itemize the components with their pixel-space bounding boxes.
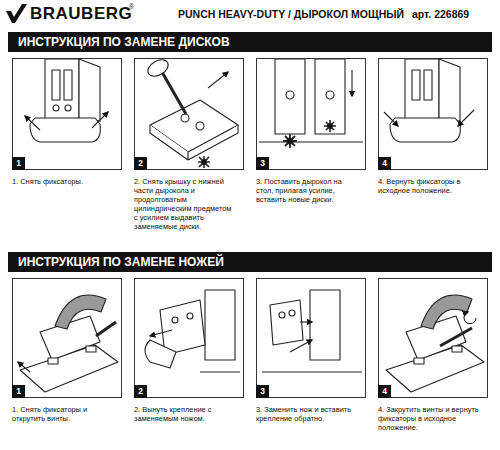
step-number: 4: [378, 157, 391, 170]
step-caption: 1. Снять фиксаторы.: [12, 177, 114, 186]
step-caption: 2. Снять крышку с нижней части дырокола …: [134, 177, 236, 231]
disk-step-3-sketch: [259, 59, 363, 148]
step-caption: 3. Заменить нож и вставить крепление обр…: [256, 405, 358, 423]
blade-step-3-sketch: [262, 290, 362, 372]
sheet-title: PUNCH HEAVY-DUTY / ДЫРОКОЛ МОЩНЫЙ: [178, 8, 404, 20]
step-frame: [134, 58, 244, 170]
section-heading: ИНСТРУКЦИЯ ПО ЗАМЕНЕ НОЖЕЙ: [18, 255, 224, 269]
brand-logo: [6, 4, 27, 23]
blade-step-2-sketch: [145, 290, 240, 372]
section-band: ИНСТРУКЦИЯ ПО ЗАМЕНЕ ДИСКОВ: [8, 32, 492, 52]
disk-step-4-sketch: [384, 59, 474, 142]
disk-step-2-sketch: [145, 56, 238, 168]
step-panel: 1 1. Снять фиксаторы.: [12, 58, 122, 236]
step-number: 1: [12, 385, 25, 398]
step-frame: [12, 58, 122, 170]
step-number: 3: [256, 385, 269, 398]
registered-mark: ®: [129, 3, 134, 10]
disk-step-1-sketch: [25, 59, 108, 142]
step-number: 2: [134, 385, 147, 398]
step-frame: [12, 278, 122, 398]
step-number: 3: [256, 157, 269, 170]
step-number: 4: [378, 385, 391, 398]
step-frame: [378, 58, 488, 170]
blade-step-1-sketch: [18, 295, 118, 392]
blade-step-4-sketch: [386, 295, 484, 392]
step-caption: 3. Поставить дырокол на стол, прилагая у…: [256, 177, 358, 204]
step-caption: 4. Вернуть фиксаторы в исходное положени…: [378, 177, 480, 195]
section-band: ИНСТРУКЦИЯ ПО ЗАМЕНЕ НОЖЕЙ: [8, 252, 492, 272]
section-heading: ИНСТРУКЦИЯ ПО ЗАМЕНЕ ДИСКОВ: [18, 35, 230, 49]
step-frame: [134, 278, 244, 398]
step-frame: [378, 278, 488, 398]
step-panel: 2 2. Вынуть крепление с заменяемым ножом.: [134, 278, 244, 448]
step-frame: [256, 278, 366, 398]
step-frame: [256, 58, 366, 170]
step-panel: 3 3. Заменить нож и вставить крепление об…: [256, 278, 366, 448]
brand-name: BRAUBERG: [30, 4, 132, 24]
step-caption: 4. Закрутить винты и вернуть фиксаторы в…: [378, 405, 480, 432]
step-panel: 4 4. Вернуть фиксаторы в исходное положен…: [378, 58, 488, 236]
step-panel: 4 4. Закрутить винты и вернуть фиксаторы …: [378, 278, 488, 448]
step-panel: 1 1. Снять фиксаторы и открутить винты.: [12, 278, 122, 448]
step-caption: 2. Вынуть крепление с заменяемым ножом.: [134, 405, 236, 423]
article-number: арт. 226869: [412, 8, 469, 20]
step-panel: 2 2. Снять крышку с нижней части дырокола…: [134, 58, 244, 236]
step-number: 1: [12, 157, 25, 170]
step-number: 2: [134, 157, 147, 170]
step-panel: 3 3. Поставить дырокол на стол, прилагая …: [256, 58, 366, 236]
step-caption: 1. Снять фиксаторы и открутить винты.: [12, 405, 114, 423]
